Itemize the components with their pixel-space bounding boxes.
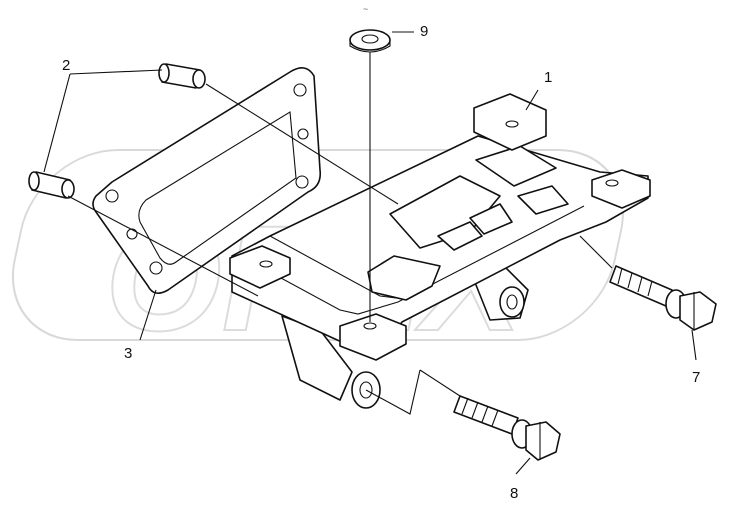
callout-9: 9 bbox=[420, 23, 428, 40]
leader-lines bbox=[43, 52, 697, 475]
header-mark: ~ bbox=[363, 4, 368, 14]
bolt-part-7 bbox=[609, 265, 717, 331]
callouts: 1 2 3 7 8 9 bbox=[62, 23, 700, 502]
callout-8: 8 bbox=[510, 485, 518, 502]
callout-1: 1 bbox=[544, 69, 552, 86]
mounting-bracket-part-1 bbox=[229, 93, 651, 409]
bolt-part-8 bbox=[453, 395, 561, 461]
callout-2: 2 bbox=[62, 57, 70, 74]
callout-3: 3 bbox=[124, 345, 132, 362]
dowel-pin-lower-part-2 bbox=[28, 171, 75, 199]
washer-part-9 bbox=[349, 29, 391, 53]
callout-7: 7 bbox=[692, 369, 700, 386]
dowel-pin-upper-part-2 bbox=[158, 63, 206, 89]
gasket-plate-part-3 bbox=[92, 67, 322, 294]
